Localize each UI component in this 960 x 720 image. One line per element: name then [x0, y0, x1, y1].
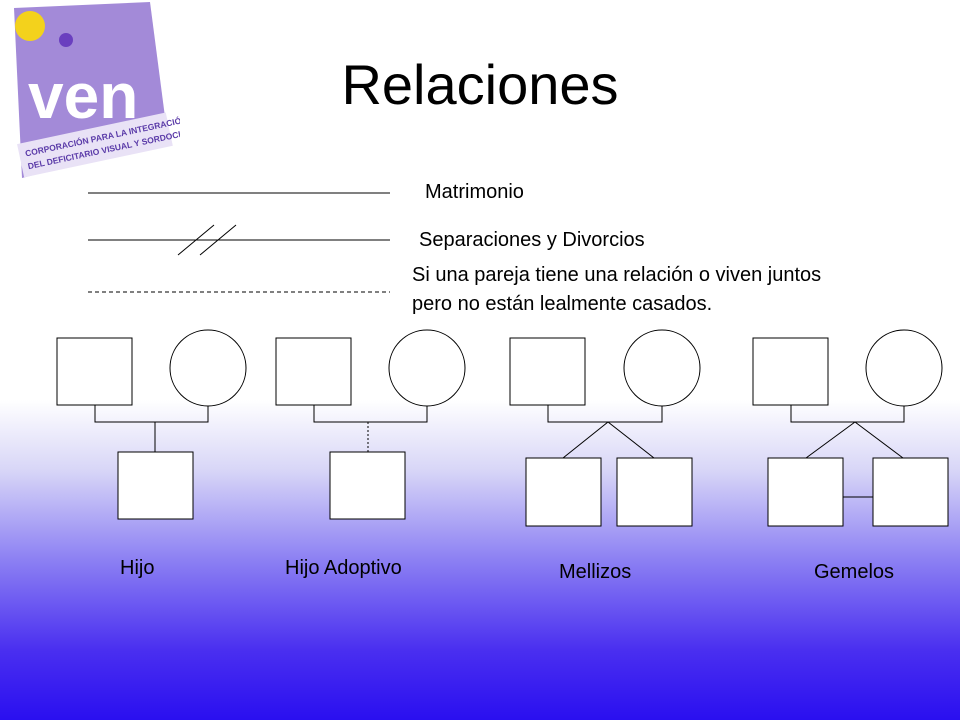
mellizos-diagram — [509, 329, 701, 527]
twin-square-left — [767, 457, 844, 527]
twin-square-right — [616, 457, 693, 527]
hijo-adoptivo-diagram — [275, 329, 466, 520]
couple-connector — [94, 405, 209, 423]
father-square — [509, 337, 586, 406]
couple-connector — [547, 405, 663, 423]
mother-circle — [169, 329, 247, 407]
mother-circle — [865, 329, 943, 407]
divorce-slash-1 — [177, 224, 215, 256]
logo-yellow-dot — [15, 11, 45, 41]
page-title: Relaciones — [341, 53, 619, 116]
twin-square-right — [872, 457, 949, 527]
adopted-child-square — [329, 451, 406, 520]
logo-band — [17, 112, 173, 178]
legend-separaciones: Separaciones y Divorcios — [419, 229, 645, 251]
logo-purple-dot — [59, 33, 73, 47]
twin-line-left — [562, 421, 609, 459]
divorce-slash-2 — [199, 224, 237, 256]
twin-line-right — [607, 421, 655, 459]
father-square — [275, 337, 352, 406]
caption-hijo-adoptivo: Hijo Adoptivo — [285, 557, 402, 579]
caption-hijo: Hijo — [120, 557, 155, 579]
couple-connector — [313, 405, 428, 423]
gemelos-diagram — [752, 329, 949, 527]
twin-square-left — [525, 457, 602, 527]
legend-matrimonio: Matrimonio — [425, 181, 524, 203]
child-square — [117, 451, 194, 520]
divorce-line — [88, 224, 390, 256]
hijo-diagram — [56, 329, 247, 520]
legend-union-line2: pero no están lealmente casados. — [412, 293, 713, 315]
caption-gemelos: Gemelos — [814, 561, 895, 583]
ven-logo: ven CORPORACIÓN PARA LA INTEGRACIÓN DEL … — [14, 2, 180, 178]
logo-text: ven — [28, 60, 138, 132]
father-square — [56, 337, 133, 406]
caption-mellizos: Mellizos — [559, 561, 632, 583]
twin-line-left — [805, 421, 856, 459]
mother-circle — [623, 329, 701, 407]
mother-circle — [388, 329, 466, 407]
father-square — [752, 337, 829, 406]
couple-connector — [790, 405, 905, 423]
legend-union-line1: Si una pareja tiene una relación o viven… — [412, 264, 822, 286]
twin-line-right — [854, 421, 904, 459]
